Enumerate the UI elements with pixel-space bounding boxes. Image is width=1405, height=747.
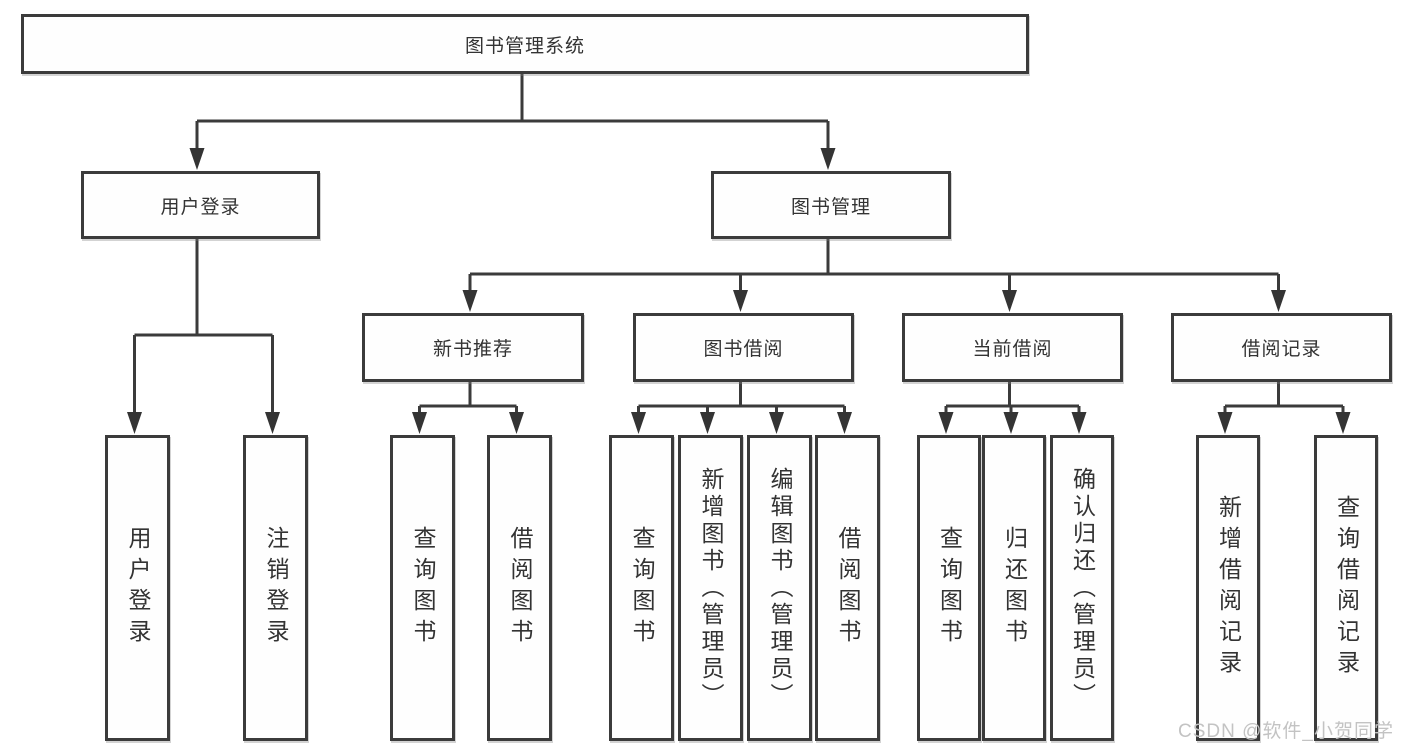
csdn-watermark: CSDN @软件_小贺同学 <box>1178 721 1394 742</box>
leaf-borrow-query-book: 查询图书 <box>609 435 674 741</box>
leaf-user-login: 用户登录 <box>105 435 170 741</box>
connector-records-to-leaves <box>1217 376 1351 434</box>
leaf-borrow-borrow-book: 借阅图书 <box>815 435 880 741</box>
leaf-current-query-book: 查询图书 <box>917 435 981 741</box>
leaf-recommend-borrow-book: 借阅图书 <box>487 435 552 741</box>
connector-borrow-to-leaves <box>631 376 852 434</box>
connector-current-to-leaves <box>938 376 1087 434</box>
connector-manage-to-level3 <box>462 233 1286 312</box>
leaf-borrow-add-book-admin: 新增图书（管理员） <box>678 435 743 741</box>
leaf-current-return-book: 归还图书 <box>982 435 1046 741</box>
node-book-manage: 图书管理 <box>711 171 951 239</box>
node-new-book-recommend: 新书推荐 <box>362 313 584 382</box>
node-book-borrow: 图书借阅 <box>633 313 854 382</box>
leaf-logout: 注销登录 <box>243 435 308 741</box>
leaf-records-query-record: 查询借阅记录 <box>1314 435 1378 741</box>
node-user-login: 用户登录 <box>81 171 320 239</box>
leaf-borrow-edit-book-admin: 编辑图书（管理员） <box>747 435 812 741</box>
connector-recommend-to-leaves <box>412 376 524 434</box>
leaf-current-confirm-return-admin: 确认归还（管理员） <box>1050 435 1114 741</box>
node-current-borrow: 当前借阅 <box>902 313 1123 382</box>
leaf-recommend-query-book: 查询图书 <box>390 435 455 741</box>
connector-root-to-level2 <box>189 68 836 170</box>
node-borrow-records: 借阅记录 <box>1171 313 1392 382</box>
connector-login-to-leaves <box>127 233 280 434</box>
leaf-records-add-record: 新增借阅记录 <box>1196 435 1260 741</box>
node-root: 图书管理系统 <box>21 14 1029 74</box>
